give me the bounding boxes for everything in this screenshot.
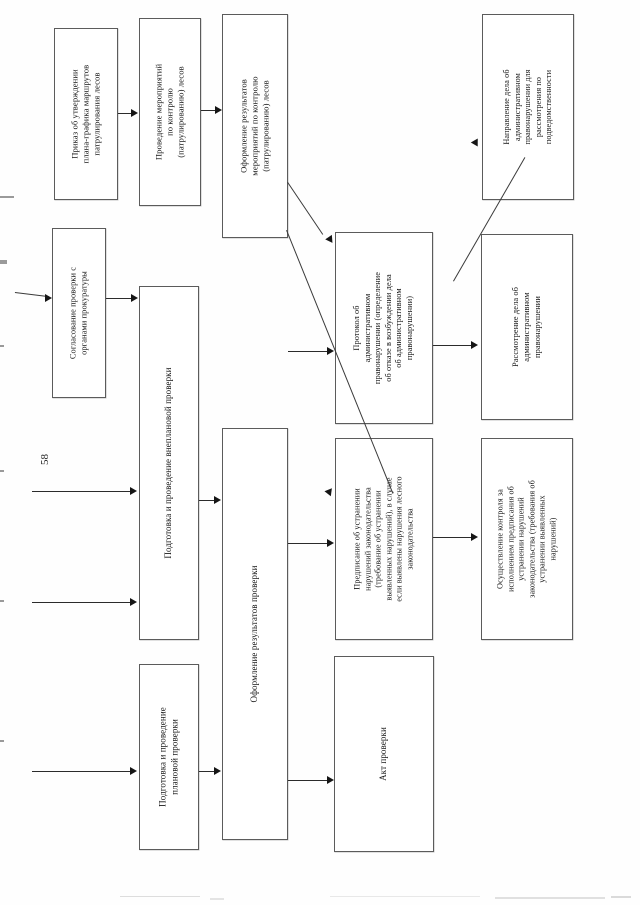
edge-external-to-prosecutor-approval xyxy=(14,292,49,298)
node-label: Приказ об утверждении плана-графика марш… xyxy=(69,64,102,164)
node-label: Акт проверки xyxy=(378,727,389,781)
node-control-of-execution[interactable]: Осуществление контроля за исполнением пр… xyxy=(481,438,573,640)
edge-arrowhead xyxy=(214,767,221,775)
node-admin-case-review[interactable]: Рассмотрение дела об административном пр… xyxy=(481,234,573,420)
node-admin-protocol[interactable]: Протокол об административном правонаруше… xyxy=(335,232,433,424)
scan-speckle xyxy=(330,896,480,897)
scan-edge-mark xyxy=(0,196,14,198)
edge-conduct-to-formalize-control xyxy=(201,110,217,111)
edge-violation-order-to-control xyxy=(433,537,474,538)
scan-speckle xyxy=(120,896,200,897)
node-label: Согласование проверки с органами прокура… xyxy=(68,266,88,360)
node-label: Направление дела об административном пра… xyxy=(501,69,553,145)
node-order-patrol-plan[interactable]: Приказ об утверждении плана-графика марш… xyxy=(54,28,118,200)
node-prosecutor-approval[interactable]: Согласование проверки с органами прокура… xyxy=(52,228,106,398)
node-formalize-control-results[interactable]: Оформление результатов мероприятий по ко… xyxy=(222,14,288,238)
node-admin-case-forward[interactable]: Направление дела об административном пра… xyxy=(482,14,574,200)
node-label: Проведение мероприятий по контролю (патр… xyxy=(153,63,186,161)
page-number: 58 xyxy=(39,454,51,465)
edge-unscheduled-to-formalize xyxy=(199,500,216,501)
edge-scheduled-to-formalize xyxy=(199,771,216,772)
edge-control-results-to-protocol xyxy=(287,182,324,235)
edge-arrowhead xyxy=(130,487,137,495)
edge-arrowhead xyxy=(45,294,52,302)
edge-external-to-unscheduled-mid xyxy=(32,491,132,492)
edge-arrowhead xyxy=(214,496,221,504)
node-inspection-act[interactable]: Акт проверки xyxy=(334,656,434,852)
scan-edge-mark xyxy=(0,740,4,742)
edge-arrowhead xyxy=(327,347,334,355)
node-label: Подготовка и проведение внеплановой пров… xyxy=(163,367,174,559)
edge-formalize-to-violation-order xyxy=(288,543,330,544)
edge-formalize-to-act xyxy=(288,780,330,781)
edge-arrowhead xyxy=(131,294,138,302)
node-label: Осуществление контроля за исполнением пр… xyxy=(495,480,558,598)
edge-order-to-conduct xyxy=(118,113,133,114)
node-label: Оформление результатов проверки xyxy=(249,565,260,703)
node-conduct-control-measures[interactable]: Проведение мероприятий по контролю (патр… xyxy=(139,18,201,206)
edge-external-to-unscheduled-low xyxy=(32,602,132,603)
edge-formalize-to-admin-protocol xyxy=(288,351,330,352)
edge-protocol-to-case-review xyxy=(433,345,474,346)
node-formalize-inspection-results[interactable]: Оформление результатов проверки xyxy=(222,428,288,840)
node-label: Подготовка и проведение плановой проверк… xyxy=(157,707,179,807)
edge-arrowhead xyxy=(130,767,137,775)
edge-arrowhead xyxy=(327,776,334,784)
node-unscheduled-inspection[interactable]: Подготовка и проведение внеплановой пров… xyxy=(139,286,199,640)
edge-arrowhead xyxy=(327,539,334,547)
node-label: Рассмотрение дела об административном пр… xyxy=(510,286,542,368)
edge-arrowhead xyxy=(471,533,478,541)
scan-edge-mark xyxy=(0,600,4,602)
node-violation-order[interactable]: Предписание об устранении нарушений зако… xyxy=(335,438,433,640)
edge-arrowhead xyxy=(130,598,137,606)
scan-edge-mark xyxy=(0,345,4,347)
node-label: Оформление результатов мероприятий по ко… xyxy=(238,76,271,176)
edge-arrowhead xyxy=(324,488,335,498)
scan-speckle xyxy=(611,896,631,898)
scan-speckle xyxy=(210,898,224,900)
edge-external-to-scheduled xyxy=(32,771,132,772)
edge-arrowhead xyxy=(215,106,222,114)
scan-edge-mark xyxy=(0,260,7,264)
edge-arrowhead xyxy=(470,136,482,147)
node-label: Протокол об административном правонаруше… xyxy=(352,271,415,385)
scan-edge-mark xyxy=(0,470,4,472)
scan-speckle xyxy=(495,897,605,899)
edge-prosecutor-to-unscheduled xyxy=(106,298,133,299)
node-scheduled-inspection[interactable]: Подготовка и проведение плановой проверк… xyxy=(139,664,199,850)
edge-arrowhead xyxy=(131,109,138,117)
edge-arrowhead xyxy=(471,341,478,349)
